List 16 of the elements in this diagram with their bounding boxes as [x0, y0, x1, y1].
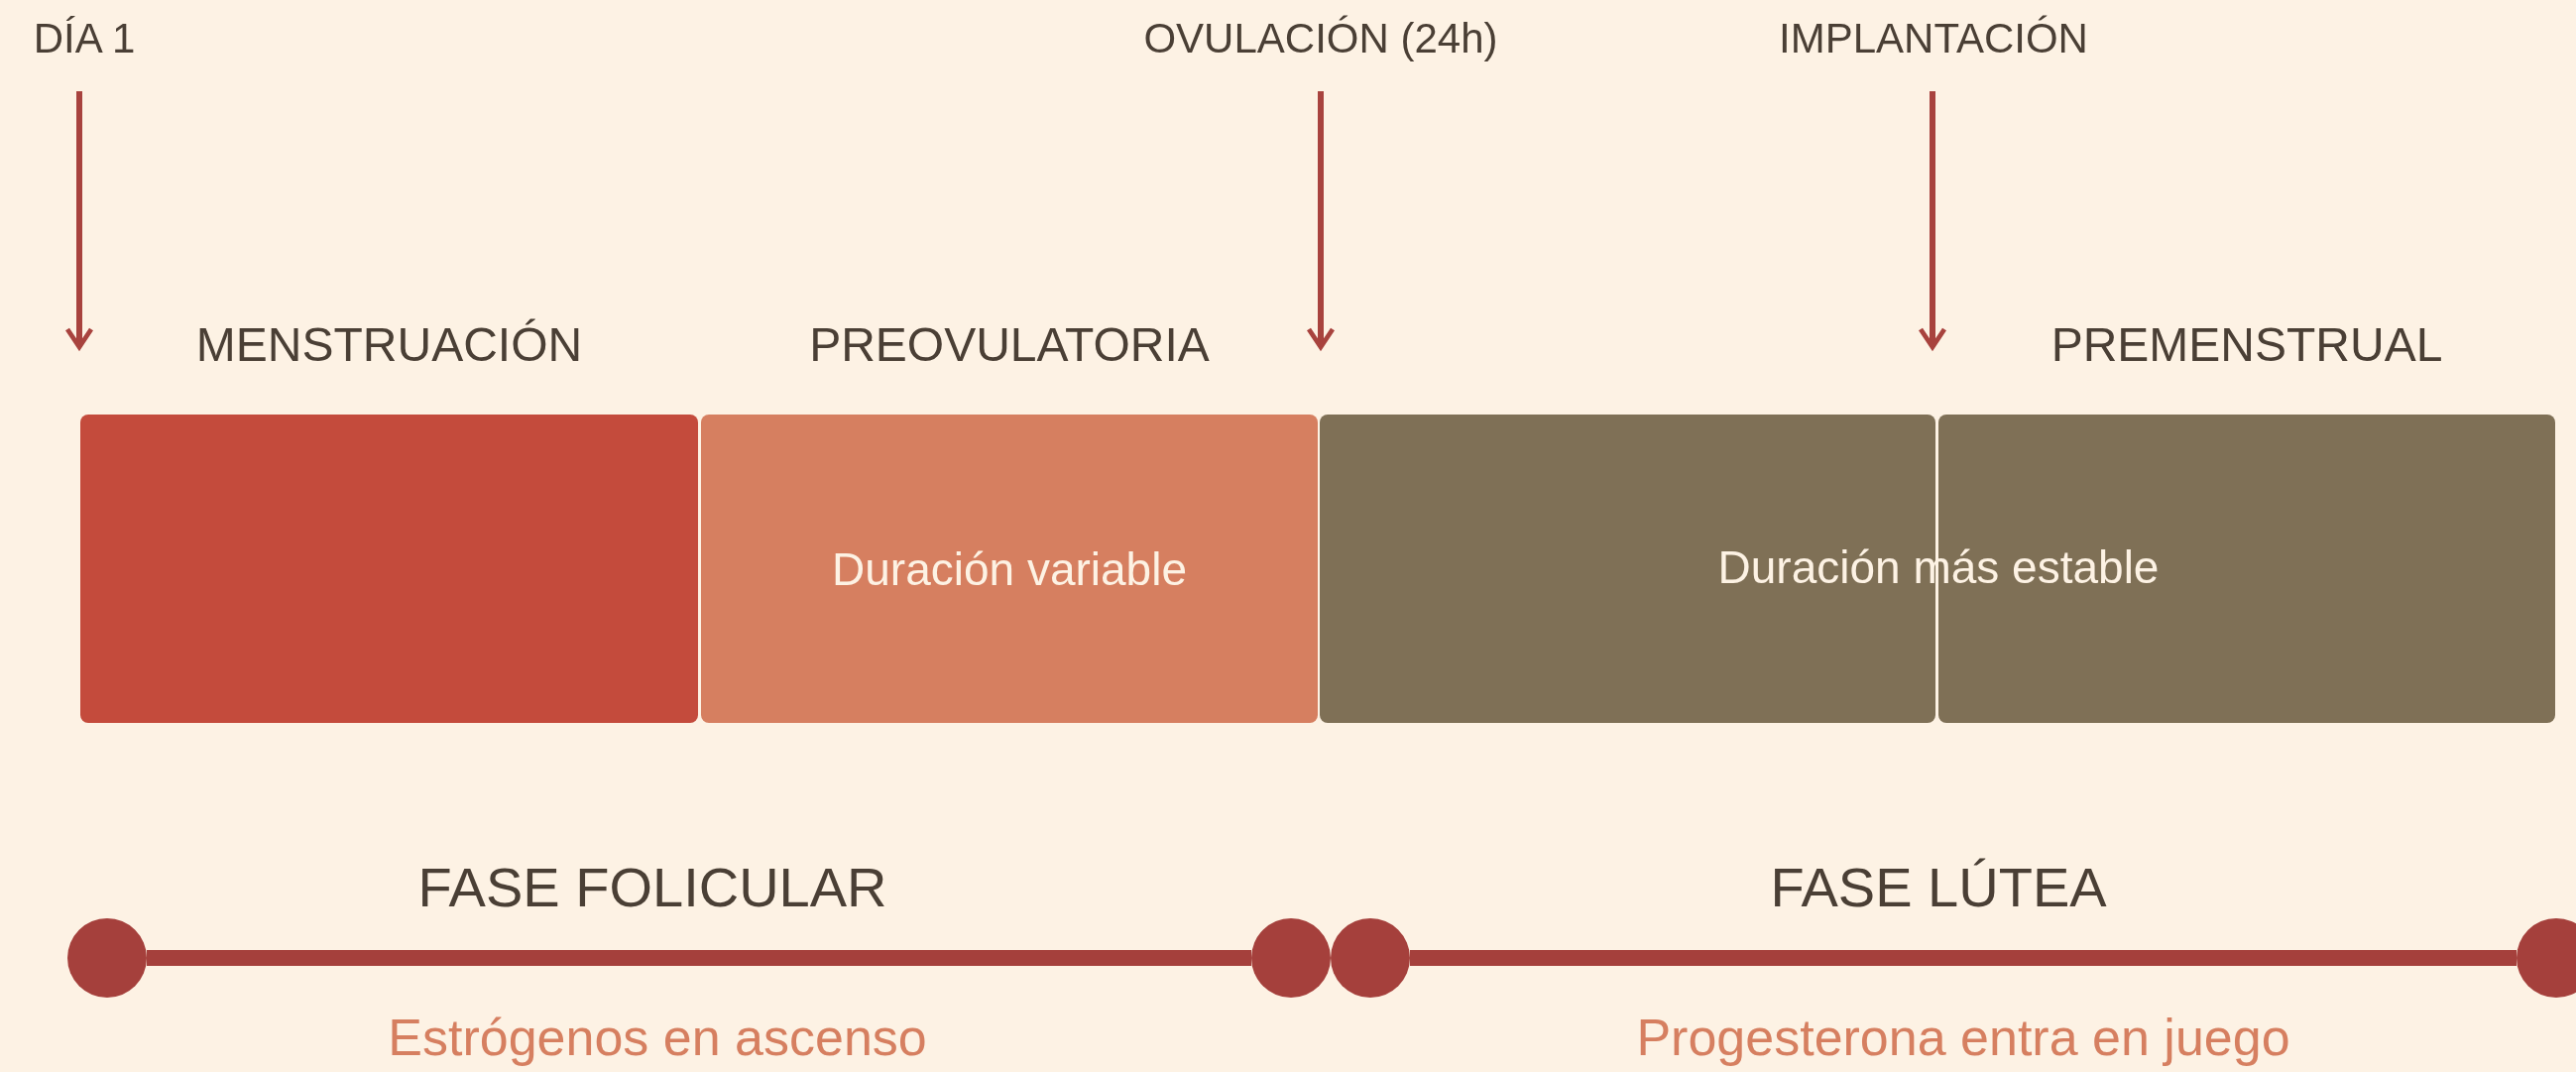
event-label: OVULACIÓN (24h) — [1093, 12, 1549, 63]
duration-text: Duración variable — [831, 541, 1188, 597]
event-label: DÍA 1 — [10, 12, 159, 63]
timeline-line — [1410, 950, 2517, 966]
phase-name: PREMENSTRUAL — [2049, 317, 2444, 373]
phase-title: FASE LÚTEA — [1770, 855, 2107, 920]
arrow — [64, 91, 94, 350]
hormone-note: Estrógenos en ascenso — [388, 1009, 927, 1068]
arrow — [1306, 91, 1336, 350]
arrow — [1918, 91, 1947, 350]
phase-title: FASE FOLICULAR — [417, 855, 887, 920]
timeline-line — [147, 950, 1251, 966]
hormone-note: Progesterona entra en juego — [1636, 1009, 2290, 1068]
event-label: IMPLANTACIÓN — [1725, 12, 2142, 63]
phase-name: PREOVULATORIA — [808, 317, 1211, 373]
phase-name: MENSTRUACIÓN — [194, 317, 584, 373]
